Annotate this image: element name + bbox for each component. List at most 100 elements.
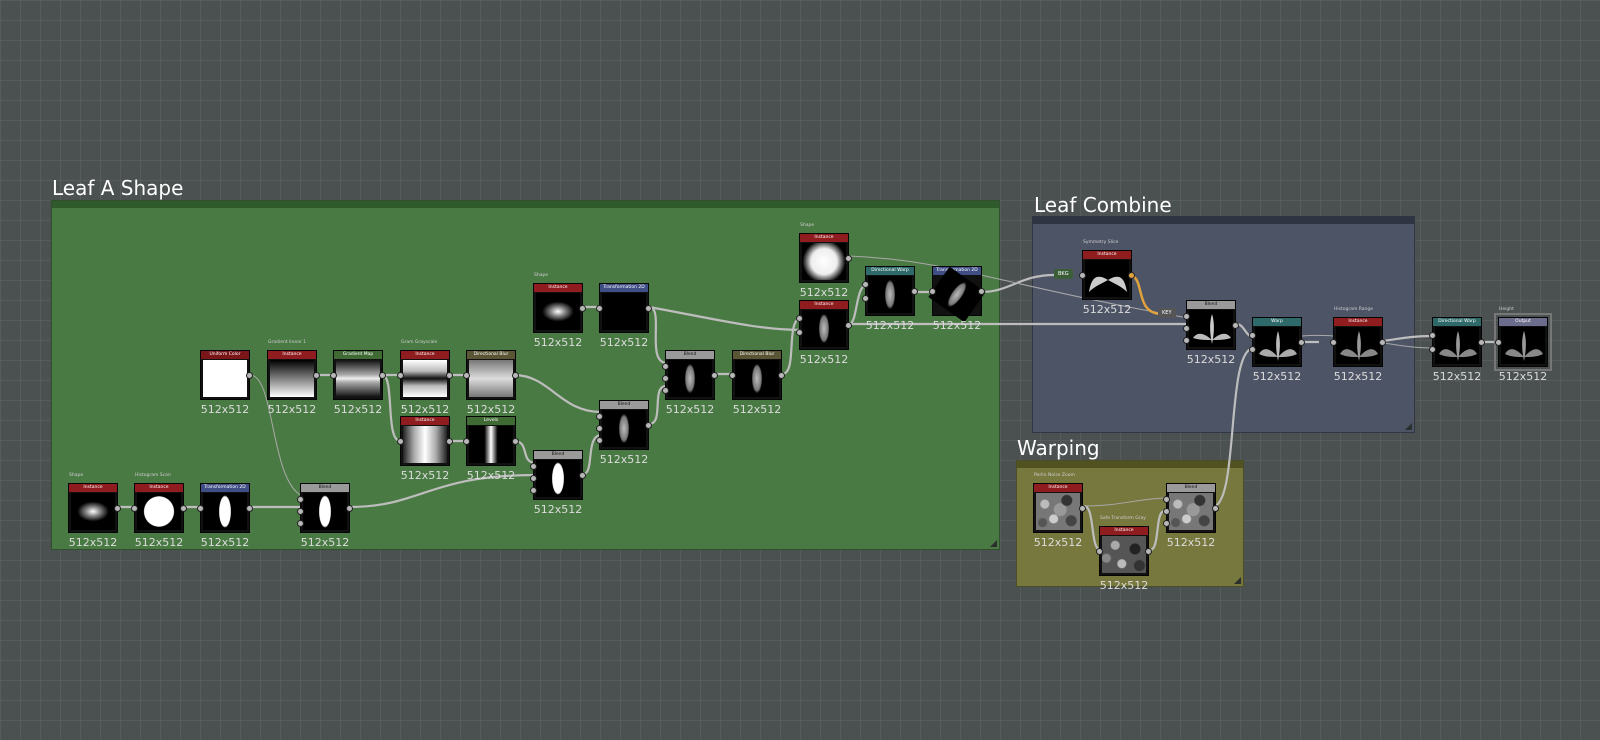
- input-port[interactable]: [397, 438, 404, 445]
- frame-header-bar[interactable]: [52, 201, 999, 208]
- output-port[interactable]: [313, 372, 320, 379]
- node-warp[interactable]: Warp 512x512: [1249, 317, 1305, 383]
- input-port[interactable]: [1330, 339, 1337, 346]
- output-port[interactable]: [1212, 505, 1219, 512]
- input-port[interactable]: [1096, 548, 1103, 555]
- node-transformation-2d[interactable]: Transformation 2D 512x512: [596, 283, 652, 349]
- input-port[interactable]: [1249, 332, 1256, 339]
- output-port[interactable]: [346, 505, 353, 512]
- node-shape[interactable]: Shape Instance 512x512: [68, 473, 121, 549]
- node-directional-warp[interactable]: Directional Warp 512x512: [862, 266, 918, 332]
- output-port[interactable]: [645, 305, 652, 312]
- frame-header-bar[interactable]: [1033, 217, 1414, 224]
- input-port[interactable]: [796, 315, 803, 322]
- input-badge-bkg[interactable]: BKG: [1054, 269, 1073, 279]
- output-port[interactable]: [180, 505, 187, 512]
- frame-header-bar[interactable]: [1017, 461, 1243, 468]
- input-port[interactable]: [596, 425, 603, 432]
- input-port[interactable]: [397, 372, 404, 379]
- input-port[interactable]: [197, 505, 204, 512]
- output-port[interactable]: [1128, 272, 1135, 279]
- output-port[interactable]: [645, 422, 652, 429]
- input-port[interactable]: [729, 372, 736, 379]
- node-safe-transform[interactable]: Safe Transform Gray Instance 512x512: [1096, 516, 1152, 592]
- input-port[interactable]: [1183, 325, 1190, 332]
- node-blend[interactable]: Blend 512x512: [1163, 483, 1219, 549]
- output-port[interactable]: [845, 322, 852, 329]
- output-port[interactable]: [911, 288, 918, 295]
- input-port[interactable]: [1495, 339, 1502, 346]
- node-blend[interactable]: Blend 512x512: [297, 483, 353, 549]
- input-port[interactable]: [1079, 272, 1086, 279]
- input-port[interactable]: [297, 496, 304, 503]
- node-blend[interactable]: Blend 512x512: [596, 400, 652, 466]
- node-histogram-range[interactable]: Histogram Range Instance 512x512: [1330, 307, 1386, 383]
- node-transformation-2d[interactable]: Transformation 2D 512x512: [197, 483, 253, 549]
- input-port[interactable]: [297, 508, 304, 515]
- resize-handle[interactable]: [990, 540, 997, 547]
- output-port[interactable]: [246, 372, 253, 379]
- node-directional-blur[interactable]: Directional Blur 512x512: [729, 350, 785, 416]
- output-port[interactable]: [845, 255, 852, 262]
- output-port[interactable]: [1145, 548, 1152, 555]
- input-port[interactable]: [796, 329, 803, 336]
- node-directional-blur[interactable]: Directional Blur 512x512: [463, 350, 519, 416]
- input-port[interactable]: [662, 363, 669, 370]
- input-port[interactable]: [929, 288, 936, 295]
- node-blend[interactable]: Blend 512x512: [1183, 300, 1239, 366]
- output-port[interactable]: [711, 372, 718, 379]
- output-port[interactable]: [1079, 505, 1086, 512]
- output-port[interactable]: [446, 438, 453, 445]
- input-port[interactable]: [463, 372, 470, 379]
- output-port[interactable]: [978, 288, 985, 295]
- input-badge-key[interactable]: KEY: [1158, 308, 1176, 318]
- node-instance-grayscale[interactable]: Gram Grayscale Instance 512x512: [397, 340, 453, 416]
- input-port[interactable]: [330, 372, 337, 379]
- input-port[interactable]: [1163, 520, 1170, 527]
- output-port[interactable]: [512, 372, 519, 379]
- input-port[interactable]: [1249, 346, 1256, 353]
- node-instance[interactable]: Instance 512x512: [397, 416, 453, 482]
- output-port[interactable]: [114, 505, 121, 512]
- output-port[interactable]: [579, 305, 586, 312]
- node-shape[interactable]: Shape Instance 512x512: [533, 273, 586, 349]
- node-directional-warp[interactable]: Directional Warp 512x512: [1429, 317, 1485, 383]
- input-port[interactable]: [1429, 332, 1436, 339]
- input-port[interactable]: [862, 281, 869, 288]
- input-port[interactable]: [463, 438, 470, 445]
- output-port[interactable]: [1232, 322, 1239, 329]
- input-port[interactable]: [530, 475, 537, 482]
- input-port[interactable]: [297, 520, 304, 527]
- output-port[interactable]: [446, 372, 453, 379]
- output-port[interactable]: [512, 438, 519, 445]
- node-gradient-map[interactable]: Gradient Map 512x512: [330, 350, 386, 416]
- node-transformation-2d[interactable]: Transformation 2D 512x512: [928, 266, 986, 332]
- node-symmetry-slice[interactable]: Symmetry Slice Instance 512x512: [1079, 240, 1135, 316]
- node-shape[interactable]: Shape Instance 512x512: [799, 223, 852, 299]
- node-gradient-linear[interactable]: Gradient linear 1 Instance 512x512: [267, 340, 320, 416]
- node-uniform-color[interactable]: Uniform Color 512x512: [200, 350, 253, 416]
- output-port[interactable]: [379, 372, 386, 379]
- node-blend[interactable]: Blend 512x512: [530, 450, 586, 516]
- node-blend[interactable]: Blend 512x512: [662, 350, 718, 416]
- output-port[interactable]: [1478, 339, 1485, 346]
- resize-handle[interactable]: [1234, 577, 1241, 584]
- output-port[interactable]: [1379, 339, 1386, 346]
- frame-leaf-a-shape[interactable]: [51, 200, 1000, 550]
- output-port[interactable]: [1298, 339, 1305, 346]
- node-levels[interactable]: Levels 512x512: [463, 416, 519, 482]
- input-port[interactable]: [1183, 313, 1190, 320]
- input-port[interactable]: [1163, 496, 1170, 503]
- input-port[interactable]: [662, 375, 669, 382]
- input-port[interactable]: [596, 413, 603, 420]
- node-instance[interactable]: Instance 512x512: [796, 300, 852, 366]
- output-port[interactable]: [246, 505, 253, 512]
- input-port[interactable]: [596, 437, 603, 444]
- input-port[interactable]: [530, 463, 537, 470]
- input-port[interactable]: [1183, 337, 1190, 344]
- input-port[interactable]: [596, 305, 603, 312]
- node-histogram-scan[interactable]: Histogram Scan Instance 512x512: [131, 473, 187, 549]
- node-output-height[interactable]: Height Output 512x512: [1494, 307, 1552, 383]
- output-port[interactable]: [579, 472, 586, 479]
- input-port[interactable]: [1429, 346, 1436, 353]
